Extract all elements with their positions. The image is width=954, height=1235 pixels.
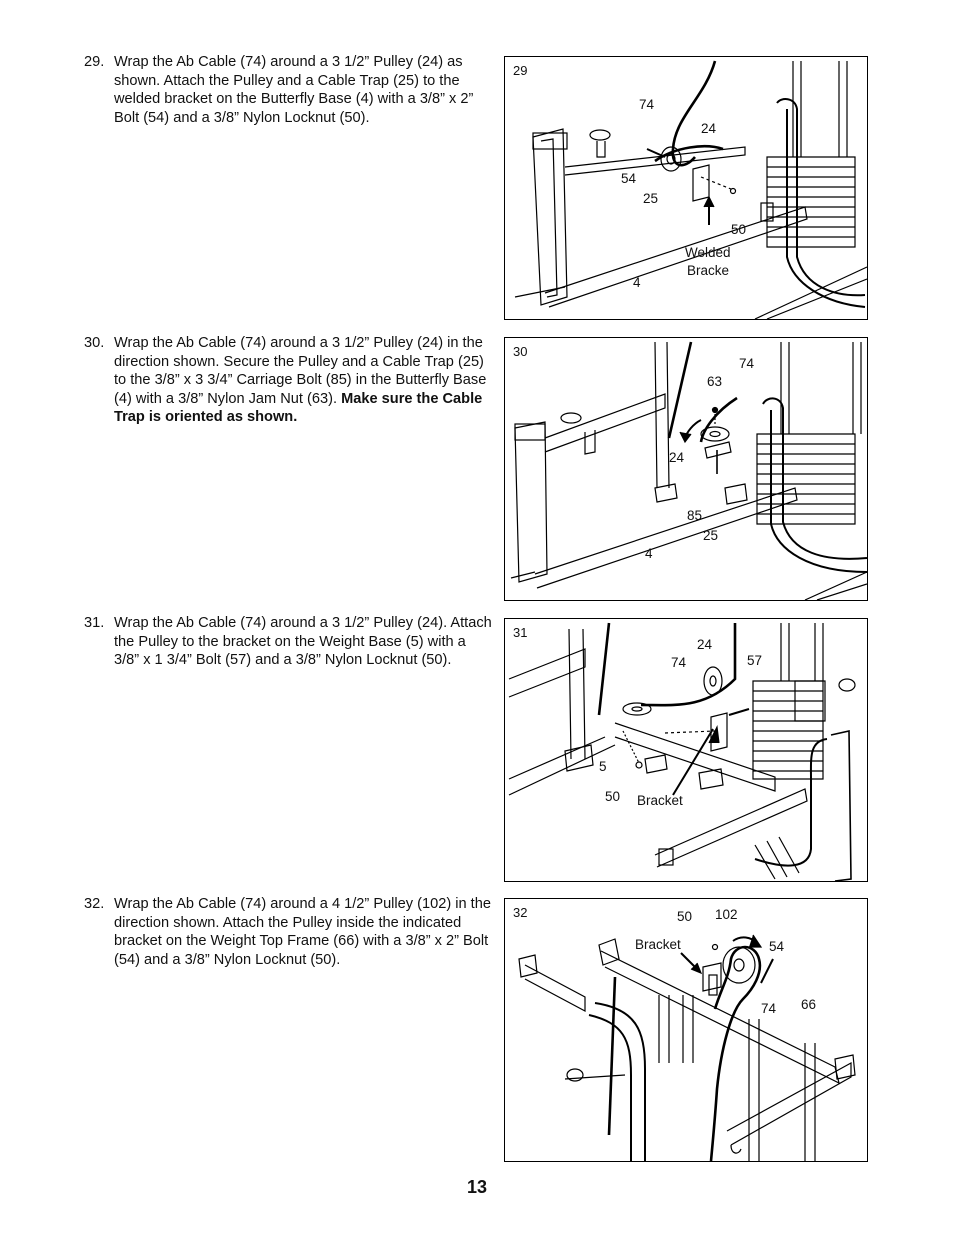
step-number: 31. xyxy=(84,615,105,631)
step-text: Wrap the Ab Cable (74) around a 3 1/2” P… xyxy=(114,335,487,407)
step-30: 30. Wrap the Ab Cable (74) around a 3 1/… xyxy=(84,334,492,427)
callout-cable: 74 xyxy=(761,1001,777,1016)
step-32: 32. Wrap the Ab Cable (74) around a 4 1/… xyxy=(84,895,492,969)
callout-bracket: Bracke xyxy=(687,263,730,278)
step-number: 29. xyxy=(84,54,105,70)
step-number: 32. xyxy=(84,896,105,912)
callout-weight-base: 5 xyxy=(599,759,607,774)
callout-locknut: 50 xyxy=(731,222,747,237)
step-29: 29. Wrap the Ab Cable (74) around a 3 1/… xyxy=(84,53,492,127)
figure-30: 30 74 63 24 85 25 4 xyxy=(504,337,868,601)
step-text: Wrap the Ab Cable (74) around a 3 1/2” P… xyxy=(114,54,474,126)
step-text: Wrap the Ab Cable (74) around a 3 1/2” P… xyxy=(114,615,492,669)
figure-29: 29 74 24 54 25 50 Welded Bracke 4 xyxy=(504,56,868,320)
figure-number: 30 xyxy=(513,344,528,359)
callout-butterfly-base: 4 xyxy=(633,275,641,290)
figure-number: 31 xyxy=(513,625,528,640)
callout-cable: 74 xyxy=(671,655,687,670)
callout-bracket: Bracket xyxy=(635,937,681,952)
callout-cable: 74 xyxy=(639,97,655,112)
callout-jam-nut: 63 xyxy=(707,374,723,389)
callout-cable-trap: 25 xyxy=(703,528,719,543)
callout-butterfly-base: 4 xyxy=(645,546,653,561)
callout-welded: Welded xyxy=(685,245,731,260)
callout-cable: 74 xyxy=(739,356,755,371)
callout-cable-trap: 25 xyxy=(643,191,659,206)
callout-pulley: 24 xyxy=(697,637,713,652)
callout-pulley: 24 xyxy=(669,450,685,465)
callout-bolt: 54 xyxy=(769,939,785,954)
figure-number: 32 xyxy=(513,905,528,920)
callout-bracket: Bracket xyxy=(637,793,683,808)
figure-number: 29 xyxy=(513,63,528,78)
page-number: 13 xyxy=(466,1177,488,1197)
step-31: 31. Wrap the Ab Cable (74) around a 3 1/… xyxy=(84,614,492,670)
callout-pulley: 102 xyxy=(715,907,738,922)
callout-bolt: 57 xyxy=(747,653,763,668)
figure-30-drawing xyxy=(510,341,867,600)
figure-31-drawing xyxy=(508,622,856,881)
figure-29-drawing xyxy=(514,60,867,319)
figure-32-drawing xyxy=(518,934,856,1161)
callout-carriage-bolt: 85 xyxy=(687,508,703,523)
callout-locknut: 50 xyxy=(605,789,621,804)
figure-31: 31 24 74 57 5 50 Bracket xyxy=(504,618,868,882)
callout-pulley: 24 xyxy=(701,121,717,136)
figure-32: 32 50 102 Bracket 54 74 66 xyxy=(504,898,868,1162)
callout-locknut: 50 xyxy=(677,909,693,924)
callout-bolt: 54 xyxy=(621,171,637,186)
step-number: 30. xyxy=(84,335,105,351)
callout-weight-top-frame: 66 xyxy=(801,997,817,1012)
step-warning: Make sure the Cable Trap is oriented as … xyxy=(114,390,483,426)
step-text: Wrap the Ab Cable (74) around a 4 1/2” P… xyxy=(114,896,491,968)
